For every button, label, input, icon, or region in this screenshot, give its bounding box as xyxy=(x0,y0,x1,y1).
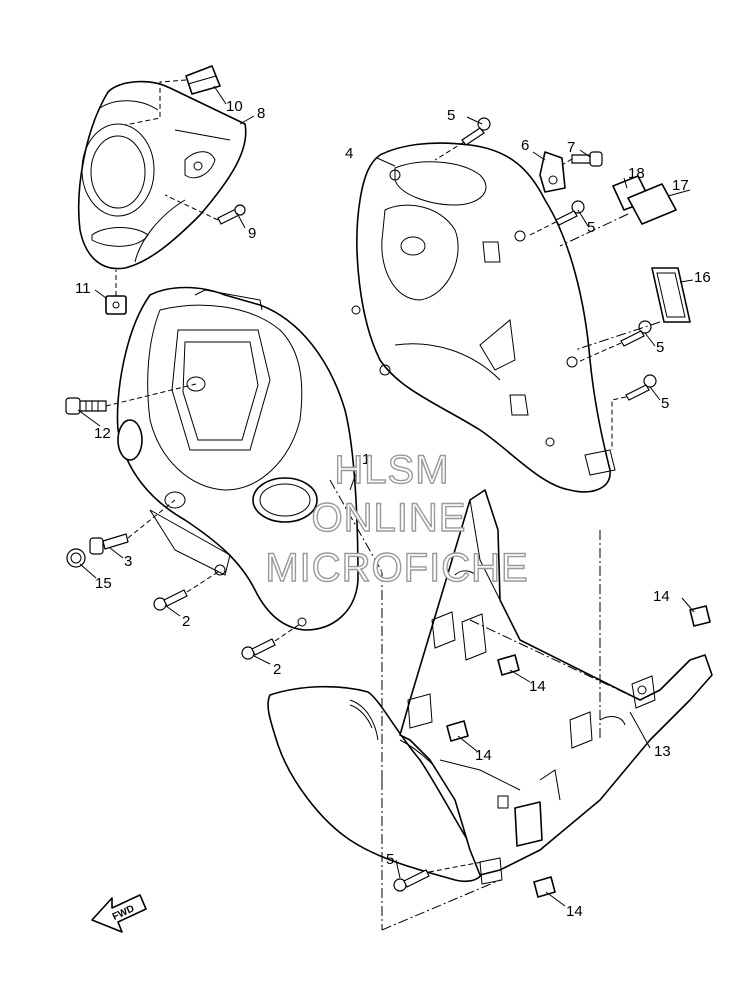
callout-4: 4 xyxy=(345,145,353,162)
watermark-line-3: MICROFICHE xyxy=(265,546,528,590)
part-11-nut xyxy=(105,295,127,315)
part-15-grommet xyxy=(66,548,86,568)
callout-14c: 14 xyxy=(475,747,492,764)
callout-5e: 5 xyxy=(386,851,394,868)
part-7-bolt xyxy=(571,151,603,167)
part-5-screw-b xyxy=(555,200,585,226)
callout-17: 17 xyxy=(672,177,689,194)
inner-leg-shield-part xyxy=(351,142,616,493)
part-14-clip-d xyxy=(533,876,556,898)
callout-14a: 14 xyxy=(653,588,670,605)
callout-1: 1 xyxy=(362,451,370,468)
part-17-pad xyxy=(627,183,677,225)
callout-11: 11 xyxy=(75,280,91,297)
part-5-screw-a xyxy=(461,117,491,146)
callout-5d: 5 xyxy=(661,395,669,412)
part-14-clip-c xyxy=(446,720,469,742)
part-5-screw-d xyxy=(625,374,657,401)
watermark-line-1: HLSM xyxy=(334,448,449,492)
part-14-clip-a xyxy=(689,605,711,627)
callout-2b: 2 xyxy=(273,661,281,678)
part-6-bracket xyxy=(539,151,566,193)
callout-14d: 14 xyxy=(566,903,583,920)
callout-8: 8 xyxy=(257,105,265,122)
callout-2a: 2 xyxy=(182,613,190,630)
callout-5a: 5 xyxy=(447,107,455,124)
part-16-gasket xyxy=(651,267,691,323)
callout-13: 13 xyxy=(654,743,671,760)
part-10-cap xyxy=(185,65,221,95)
part-2-screw-b xyxy=(241,638,276,660)
floor-panel-part xyxy=(267,489,713,885)
callout-5c: 5 xyxy=(656,339,664,356)
headlight-cover-part xyxy=(77,80,247,270)
part-5-screw-e xyxy=(393,869,430,892)
callout-18: 18 xyxy=(628,165,645,182)
watermark: HLSM ONLINE MICROFICHE xyxy=(265,447,529,590)
part-9-screw xyxy=(217,204,246,225)
part-3-bolt xyxy=(89,533,129,555)
callout-12: 12 xyxy=(94,425,111,442)
callout-5b: 5 xyxy=(587,219,595,236)
callout-15: 15 xyxy=(95,575,112,592)
part-5-screw-c xyxy=(620,320,652,347)
part-2-screw-a xyxy=(153,589,188,611)
callout-14b: 14 xyxy=(529,678,546,695)
callout-9: 9 xyxy=(248,225,256,242)
callout-3: 3 xyxy=(124,553,132,570)
front-leg-shield-part xyxy=(116,286,359,631)
callout-10: 10 xyxy=(226,98,243,115)
part-14-clip-b xyxy=(497,654,520,676)
part-12-bolt xyxy=(65,397,107,415)
callout-7: 7 xyxy=(567,139,575,156)
fwd-arrow-icon: FWD xyxy=(91,894,147,933)
callout-6: 6 xyxy=(521,137,529,154)
callout-16: 16 xyxy=(694,269,711,286)
watermark-line-2: ONLINE xyxy=(312,496,467,540)
